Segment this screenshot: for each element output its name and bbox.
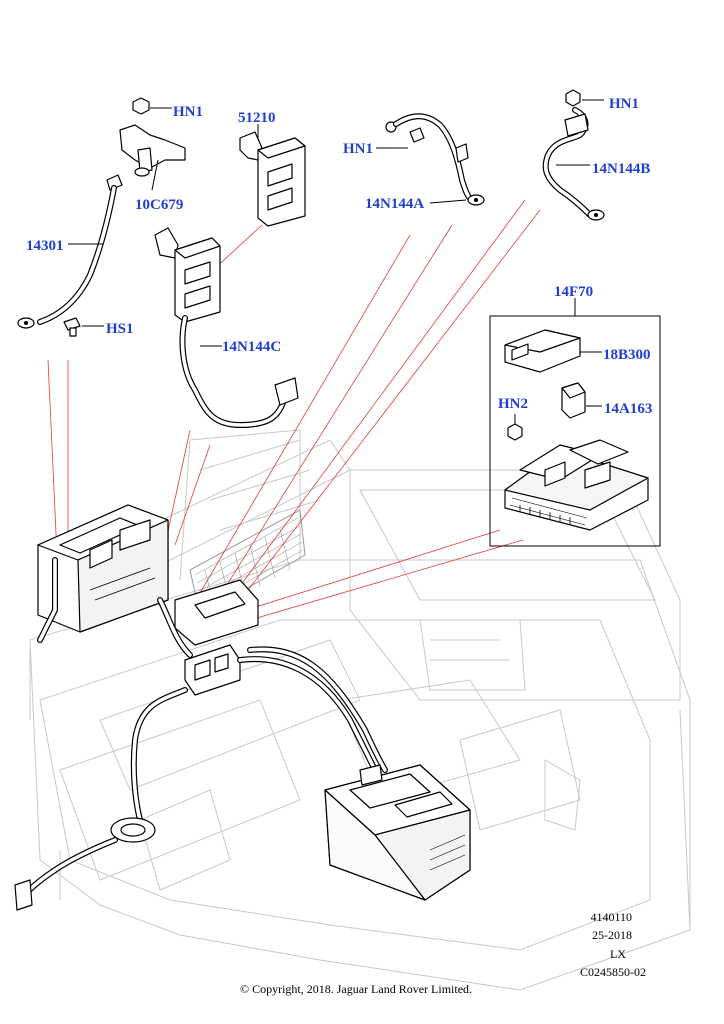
ref-line-1: 4140110 bbox=[590, 910, 632, 924]
part-14301-cable bbox=[17, 174, 123, 329]
junction-area bbox=[14, 579, 388, 911]
callout-51210: 51210 bbox=[238, 110, 276, 126]
callout-14f70: 14F70 bbox=[554, 284, 593, 300]
ref-line-4: C0245850-02 bbox=[580, 965, 646, 979]
callout-hn1-top-left: HN1 bbox=[173, 104, 203, 120]
callout-labels: HN1 51210 HN1 HN1 14N144B 10C679 14N144A… bbox=[26, 96, 652, 417]
rear-battery bbox=[324, 764, 471, 901]
callout-14a163: 14A163 bbox=[604, 401, 652, 417]
part-10c679-group bbox=[119, 97, 186, 191]
callout-14301: 14301 bbox=[26, 238, 64, 254]
part-14f70-box bbox=[489, 298, 661, 547]
part-hs1-screw bbox=[63, 317, 104, 337]
copyright-notice: © Copyright, 2018. Jaguar Land Rover Lim… bbox=[240, 982, 472, 996]
front-battery bbox=[37, 504, 169, 643]
callout-hn1-top-right: HN1 bbox=[609, 96, 639, 112]
callout-14n144c: 14N144C bbox=[222, 339, 281, 355]
callout-14n144b: 14N144B bbox=[592, 161, 650, 177]
part-14n144b-cable bbox=[542, 89, 605, 221]
callout-18b300: 18B300 bbox=[603, 347, 651, 363]
part-14n144a-cable bbox=[376, 113, 485, 206]
callout-hn1-middle: HN1 bbox=[343, 141, 373, 157]
drawing-reference-block: 4140110 25-2018 LX C0245850-02 bbox=[580, 910, 646, 979]
ref-line-2: 25-2018 bbox=[592, 928, 632, 942]
part-51210-relay bbox=[239, 124, 306, 227]
callout-14n144a: 14N144A bbox=[365, 196, 424, 212]
part-14n144c-cable bbox=[154, 227, 299, 428]
callout-hn2: HN2 bbox=[498, 396, 528, 412]
callout-10c679: 10C679 bbox=[135, 197, 183, 213]
ref-line-3: LX bbox=[610, 947, 626, 961]
callout-hs1: HS1 bbox=[106, 321, 134, 337]
